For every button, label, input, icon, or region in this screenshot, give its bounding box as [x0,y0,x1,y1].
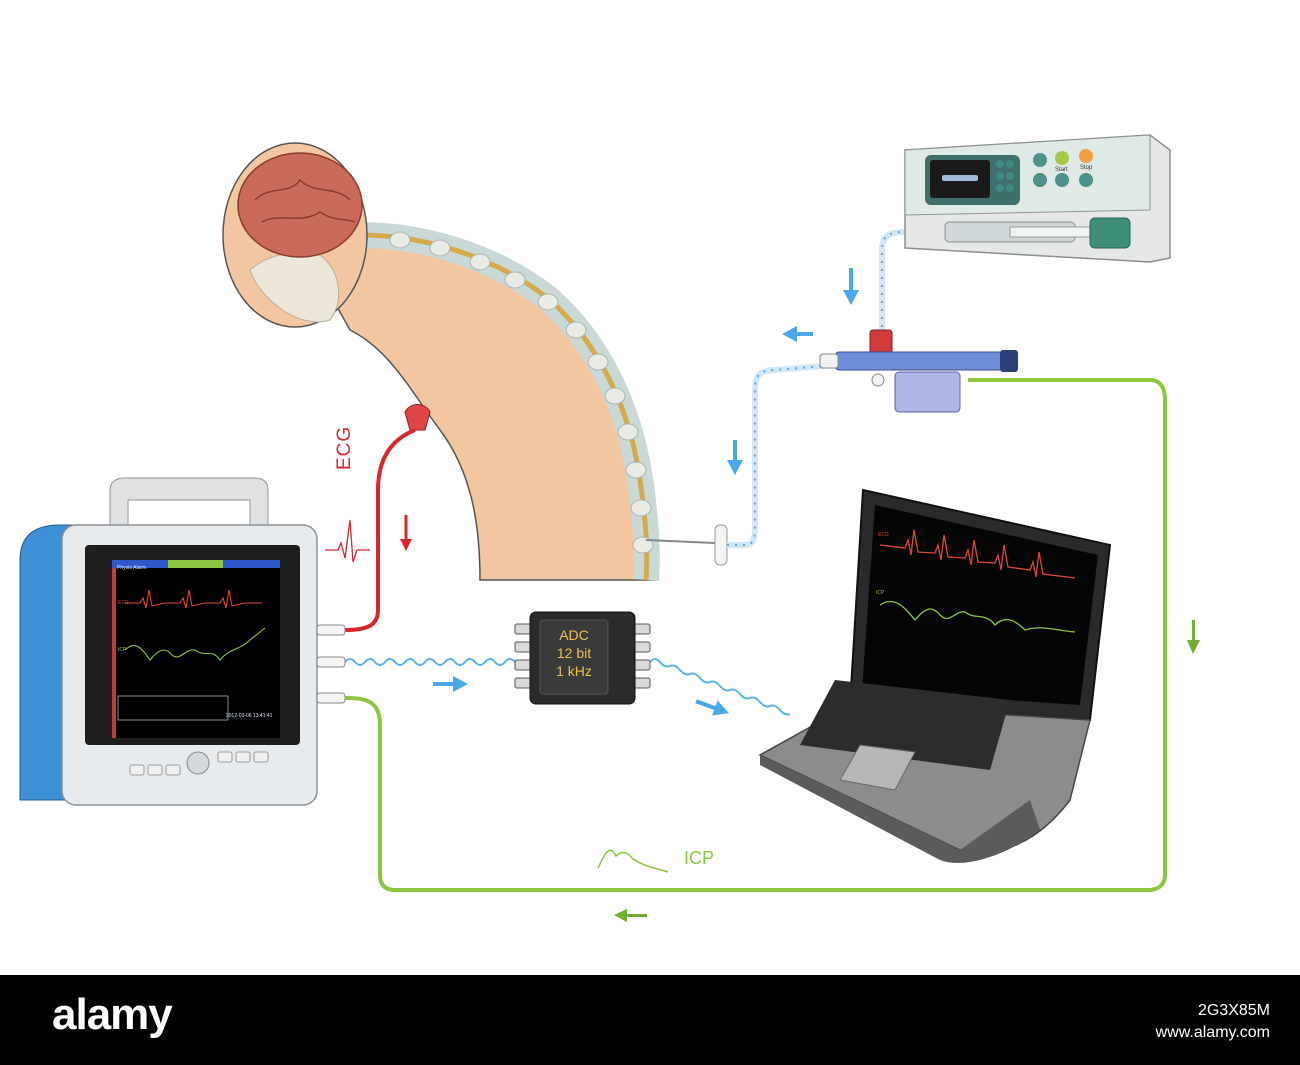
patient-monitor-icon [19,477,346,806]
arrow-left-transducer [782,326,813,342]
flow-arrows-blue [433,268,859,716]
arrow-down-pump [843,268,859,305]
laptop-ecg-trace [879,529,1076,579]
data-cable-monitor-adc [344,658,516,666]
adc-label-line-1: ADC [559,627,589,643]
torso [298,239,658,581]
watermark-info: 2G3X85M www.alamy.com [1156,1000,1270,1044]
pressure-tube [727,362,836,548]
arrow-right-to-adc [433,676,468,692]
pump-start-label: Start [1055,167,1068,173]
ecg-electrode [404,404,431,431]
monitor-icp-trace [124,627,266,661]
watermark-image-id: 2G3X85M [1197,1002,1270,1019]
adc-label-line-2: 12 bit [556,645,592,661]
watermark-brand: alamy [52,990,173,1039]
needle-hub [714,524,728,566]
laptop-touchpad [839,744,916,791]
monitor-ecg-trace [125,589,262,609]
flow-arrows-green [614,620,1200,922]
icp-cable [344,378,1167,892]
adc-chip-icon [514,611,651,705]
pressure-transducer-icon [819,329,1018,413]
needle-icon [645,539,716,544]
arrow-to-laptop [695,699,729,716]
ecg-label: ECG [334,425,355,470]
watermark-footer [0,975,1300,1065]
ecg-waveform-icon [325,519,370,563]
patient-figure [222,142,728,582]
pump-stop-label: Stop [1080,165,1093,171]
syringe-pump-icon [904,134,1171,263]
monitor-title: Physio Alarm [117,565,147,571]
adc-chip-label: ADC 12 bit 1 kHz [548,626,600,680]
watermark-site: www.alamy.com [1155,1024,1270,1041]
monitor-datetime: 2012-03-06 13:41:41 [226,713,273,719]
laptop-keyboard [800,680,1010,770]
monitor-icp-tag: ICP [118,647,127,653]
brain-icon [237,152,363,258]
arrow-left-green [614,909,647,922]
laptop-icp-trace [879,600,1076,633]
laptop-icp-tag: ICP [876,590,885,596]
laptop-icon [758,488,1112,863]
adc-label-line-3: 1 kHz [556,663,592,679]
arrow-down-green [1187,620,1200,654]
laptop-ecg-tag: ECG [878,532,889,538]
arrow-down-tube [727,440,743,475]
icp-label: ICP [684,848,715,868]
diagram-svg [19,134,1200,922]
monitor-ecg-tag: ECG [118,600,129,606]
icp-waveform-icon [597,849,669,873]
vertebrae [389,231,654,554]
ecg-cable [344,428,416,632]
data-cable-adc-laptop [649,658,791,716]
